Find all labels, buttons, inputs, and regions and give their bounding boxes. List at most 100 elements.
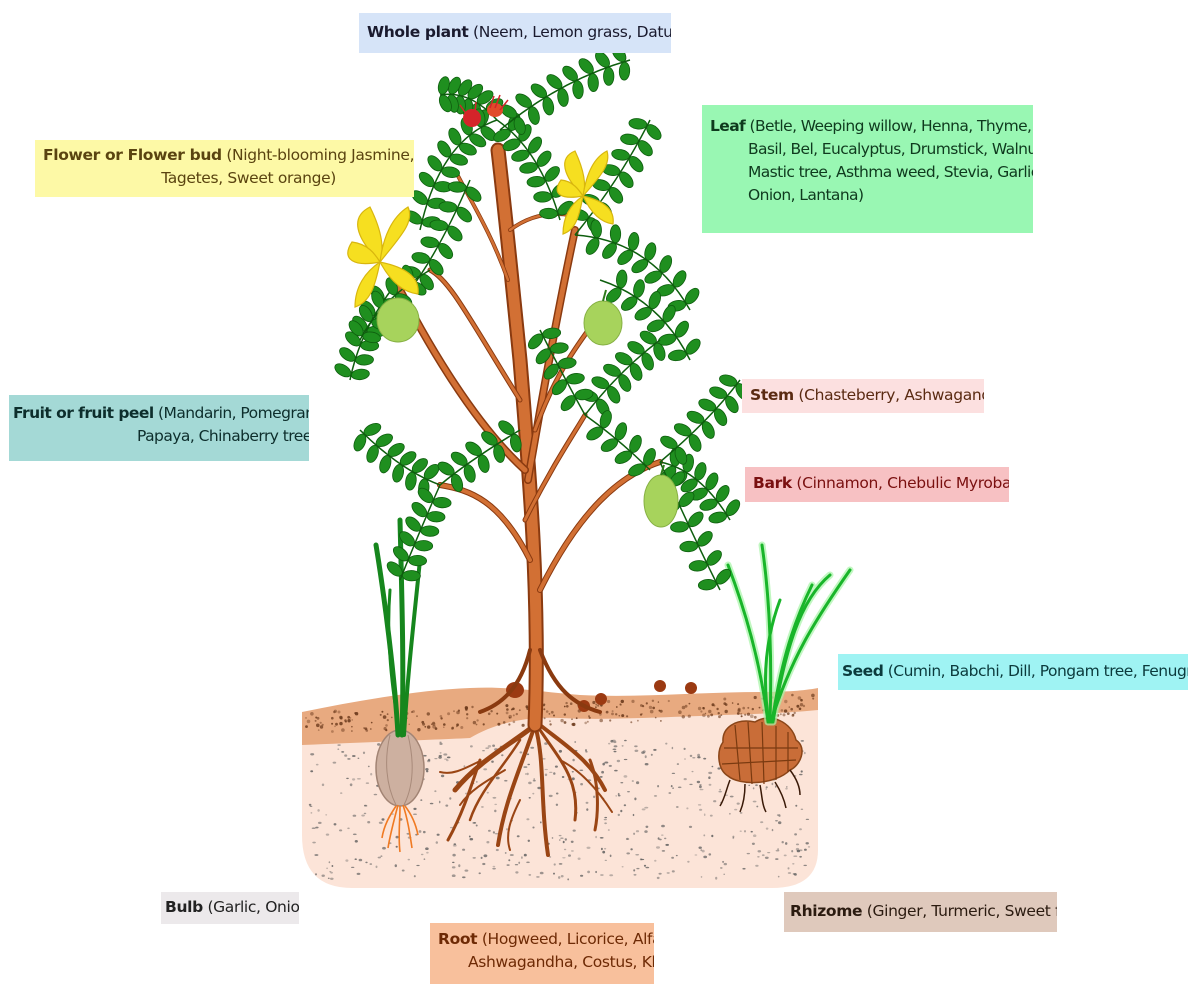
- soil-speck: [720, 867, 723, 869]
- soil-speck: [696, 780, 701, 784]
- soil-speck: [623, 758, 628, 761]
- soil-speck: [438, 756, 442, 759]
- soil-speck: [609, 854, 612, 858]
- soil-speck: [723, 862, 727, 866]
- leaflet: [643, 448, 656, 466]
- soil-top-speck: [619, 703, 622, 706]
- leaflet: [639, 330, 657, 345]
- soil-top-speck: [316, 723, 320, 728]
- leaflet: [477, 454, 490, 473]
- leaflet: [634, 307, 652, 321]
- soil-speck: [803, 751, 806, 755]
- soil-top-speck: [465, 708, 468, 711]
- soil-speck: [416, 864, 420, 867]
- soil-speck: [699, 808, 703, 811]
- leaflet: [449, 153, 468, 166]
- leaflet: [549, 342, 569, 354]
- soil-speck: [795, 847, 800, 851]
- soil-speck: [620, 809, 623, 813]
- soil-speck: [544, 768, 548, 771]
- soil-speck: [672, 787, 674, 789]
- leaflet: [392, 546, 409, 562]
- soil-top-speck: [416, 715, 418, 718]
- soil-top-speck: [333, 710, 336, 714]
- soil-top-speck: [687, 714, 691, 718]
- soil-speck: [764, 856, 769, 859]
- soil-speck: [527, 763, 530, 766]
- soil-top-speck: [549, 720, 551, 723]
- soil-speck: [480, 856, 483, 860]
- soil-speck: [356, 872, 361, 876]
- soil-speck: [608, 764, 612, 767]
- soil-top-speck: [790, 707, 793, 711]
- soil-top-speck: [347, 715, 351, 719]
- leaflet: [441, 166, 460, 178]
- soil-top-speck: [331, 716, 334, 720]
- leaflet: [469, 133, 487, 148]
- soil-top-speck: [319, 721, 322, 724]
- label-seed-name: Seed: [842, 662, 884, 680]
- soil-top-speck: [337, 710, 341, 714]
- leaflet: [527, 333, 544, 350]
- leaflet: [618, 61, 631, 81]
- leaf-rachis: [599, 279, 691, 361]
- leaflet: [631, 259, 649, 274]
- soil-speck: [491, 760, 494, 763]
- soil-speck: [444, 758, 448, 760]
- soil-speck: [760, 821, 764, 824]
- soil-top-speck: [588, 715, 590, 717]
- soil-top-speck: [702, 707, 705, 710]
- leaf-rachis: [499, 59, 631, 131]
- leaflet: [355, 354, 374, 366]
- leaflet: [644, 242, 657, 261]
- soil-speck: [703, 757, 707, 760]
- soil-speck: [562, 857, 566, 859]
- soil-speck: [570, 840, 574, 843]
- soil-speck: [446, 759, 449, 762]
- soil-top-speck: [408, 723, 410, 725]
- soil-top-speck: [439, 715, 443, 718]
- soil-speck: [363, 804, 367, 807]
- label-bulb-name: Bulb: [165, 898, 203, 916]
- soil-top-speck: [548, 713, 551, 715]
- soil-speck: [699, 784, 702, 786]
- soil-top-speck: [607, 699, 611, 704]
- soil-speck: [407, 858, 410, 861]
- soil-top-speck: [379, 713, 382, 716]
- soil-top-speck: [515, 712, 518, 716]
- soil-speck: [656, 876, 660, 880]
- leaflet: [366, 444, 379, 463]
- leaflet: [351, 368, 370, 381]
- soil-speck: [645, 825, 649, 828]
- soil-speck: [548, 794, 553, 798]
- soil-speck: [677, 786, 682, 789]
- soil-speck: [492, 744, 495, 747]
- soil-speck: [585, 801, 589, 804]
- soil-top-speck: [780, 709, 784, 712]
- soil-speck: [623, 804, 627, 807]
- leaflet: [587, 73, 599, 92]
- soil-top-speck: [456, 725, 458, 728]
- leaflet: [334, 363, 352, 378]
- soil-top-speck: [688, 702, 691, 705]
- label-root-line-1: (Hogweed, Licorice, Alfalfa,: [481, 930, 654, 948]
- soil-speck: [571, 777, 575, 781]
- soil-speck: [506, 864, 510, 866]
- soil-speck: [617, 792, 620, 796]
- soil-speck: [799, 828, 802, 831]
- soil-speck: [748, 784, 751, 786]
- soil-top-speck: [758, 706, 761, 709]
- soil-top-speck: [611, 712, 614, 716]
- leaflet: [706, 550, 722, 566]
- label-whole-plant-name: Whole plant: [367, 23, 469, 41]
- soil-top-speck: [417, 728, 421, 732]
- label-root: Root (Hogweed, Licorice, Alfalfa, Ashwag…: [430, 923, 654, 984]
- soil-speck: [715, 876, 718, 880]
- leaflet: [426, 511, 446, 523]
- soil-speck: [558, 863, 563, 865]
- soil-speck: [756, 805, 759, 808]
- soil-speck: [352, 814, 357, 817]
- soil-speck: [309, 805, 313, 808]
- soil-speck: [698, 846, 702, 849]
- leaflet: [339, 347, 356, 362]
